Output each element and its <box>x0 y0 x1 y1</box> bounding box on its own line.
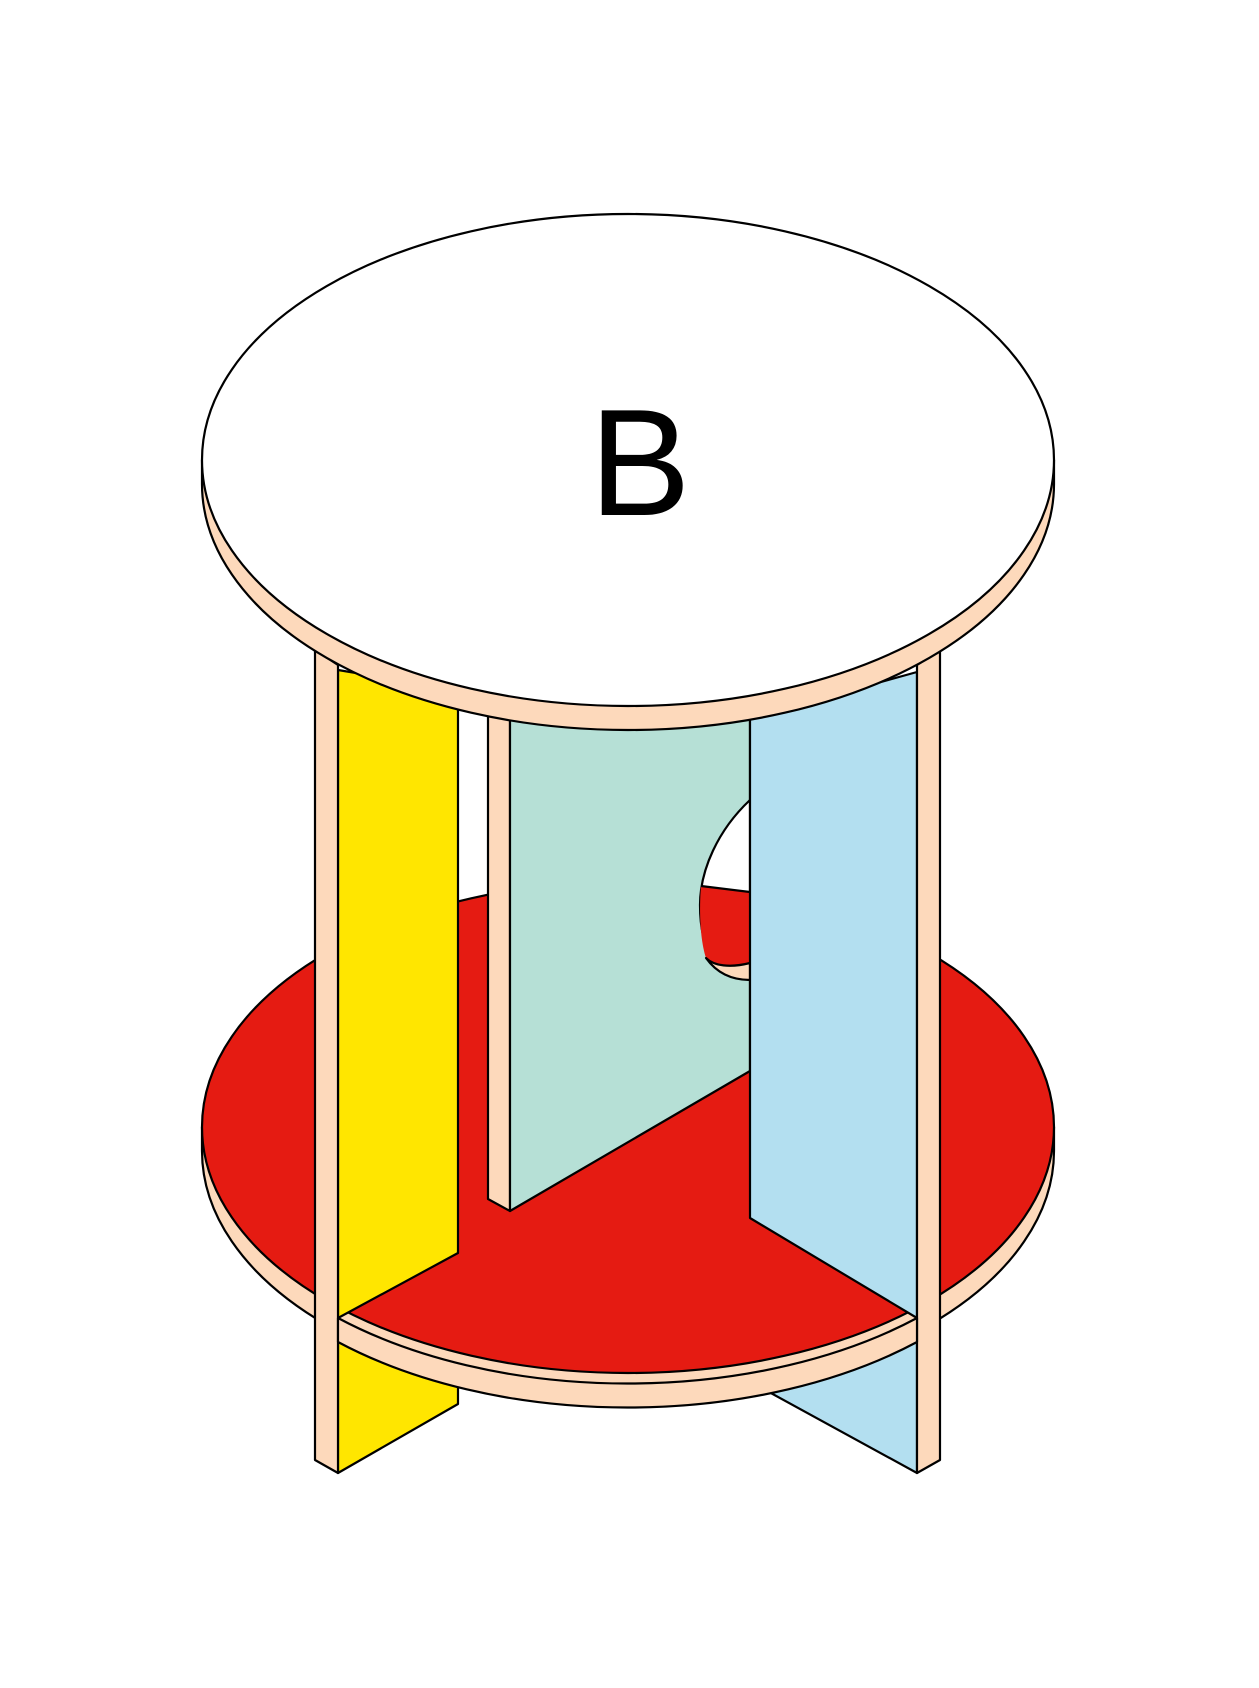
top-disc-face <box>200 212 1056 708</box>
panel-mint <box>508 704 752 1213</box>
table-label: B <box>589 378 690 548</box>
top-disc: B <box>200 212 1056 732</box>
panel-yellow <box>336 668 460 1320</box>
back-leg <box>486 698 512 1213</box>
left-leg <box>313 648 340 1475</box>
bottom-disc-front-edge <box>336 1316 919 1409</box>
panel-light-blue <box>748 670 919 1320</box>
cutout-red-edge <box>700 884 751 894</box>
right-leg <box>915 648 942 1475</box>
cutout-red-disc-view <box>700 886 750 966</box>
